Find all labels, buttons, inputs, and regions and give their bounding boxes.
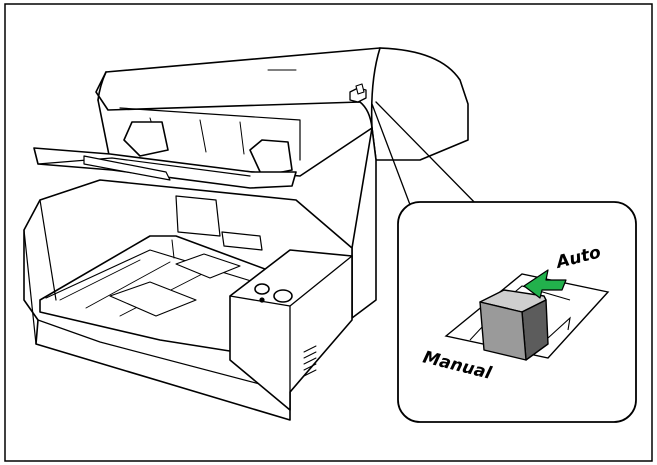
paper-guide-right [249,139,293,177]
scanner-housing [95,47,469,161]
vent-slots [303,345,317,377]
direction-arrow-icon [523,269,567,299]
figure-frame [4,3,653,462]
panel-button-1 [254,283,270,295]
panel-button-2 [273,289,293,303]
switch-callout: Auto Manual [397,201,637,423]
scanner [23,47,483,421]
switch-knob [479,289,549,361]
paper-guide-left [123,121,169,157]
callout-leader [371,101,483,211]
feed-tray [33,147,297,189]
scanner-side-panel [351,127,377,319]
